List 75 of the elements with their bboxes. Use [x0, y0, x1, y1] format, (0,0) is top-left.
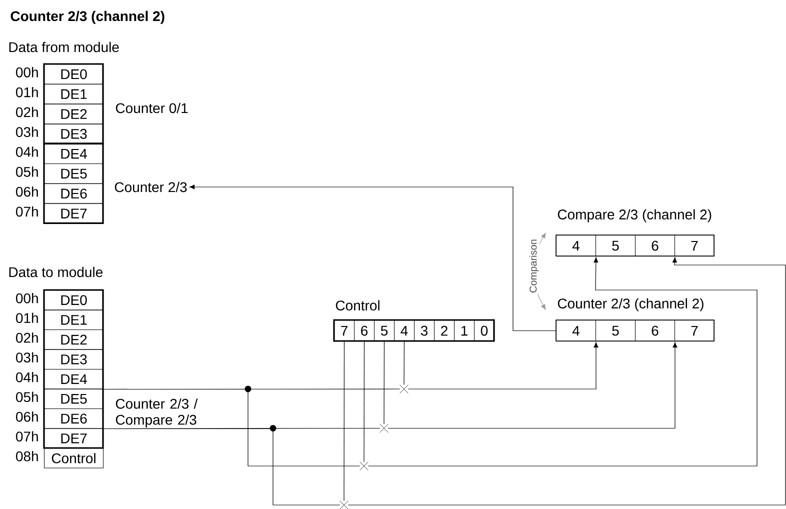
switch-cross: [360, 462, 368, 470]
register-heading: Compare 2/3 (channel 2): [558, 209, 712, 222]
register-cell: 7: [334, 320, 354, 342]
register-cell: DE4: [44, 144, 104, 164]
register-cell: 5: [596, 235, 636, 256]
register-cell: DE0: [44, 64, 104, 84]
connector-line: [388, 342, 678, 429]
register-cell: DE1: [44, 310, 104, 330]
register-cell: 2: [434, 320, 454, 342]
register-cell: DE5: [44, 388, 104, 409]
register-heading: Control: [336, 300, 380, 310]
register-cell: 5: [596, 320, 636, 342]
register-cell: 1: [454, 320, 474, 342]
connector-line: [103, 388, 360, 466]
address-label: 05h: [16, 392, 38, 402]
address-label: 00h: [16, 67, 38, 78]
address-label: 03h: [16, 352, 38, 363]
text-label: Counter 0/1: [116, 102, 188, 114]
text-label: Counter 2/3 / Compare 2/3: [116, 398, 198, 428]
address-label: 07h: [16, 206, 38, 217]
address-label: 06h: [16, 186, 38, 197]
register-cell: Control: [44, 448, 104, 468]
register-cell: 7: [674, 320, 714, 342]
register-cell: 4: [556, 235, 596, 256]
register-cell: DE6: [44, 408, 104, 429]
connector-line: [384, 341, 385, 424]
register-cell: 3: [414, 320, 434, 342]
connector-line: [344, 341, 345, 502]
register-cell: DE2: [44, 330, 104, 350]
register-cell: DE7: [44, 428, 104, 448]
register-cell: 6: [635, 320, 675, 342]
register-cell: 6: [354, 320, 374, 342]
address-label: 01h: [16, 86, 38, 98]
register-cell: 5: [374, 320, 394, 342]
register-cell: DE7: [44, 203, 104, 224]
connector-line: [348, 257, 786, 506]
text-label: Data from module: [9, 42, 119, 52]
address-label: 03h: [16, 126, 38, 138]
register-cell: 6: [635, 235, 675, 256]
register-cell: DE2: [44, 104, 104, 124]
address-label: 02h: [16, 332, 38, 343]
connector-line: [189, 184, 556, 332]
register-cell: DE6: [44, 183, 104, 204]
register-cell: DE0: [44, 290, 104, 310]
address-label: 08h: [16, 451, 38, 462]
switch-cross: [340, 500, 348, 509]
register-cell: DE4: [44, 369, 104, 390]
connector-line: [368, 257, 758, 466]
address-label: 06h: [16, 412, 38, 422]
address-label: 04h: [16, 372, 38, 382]
register-cell: 4: [556, 320, 596, 342]
register-cell: 7: [674, 235, 714, 256]
switch-cross: [380, 424, 388, 433]
address-label: 00h: [16, 292, 38, 304]
register-cell: 4: [394, 320, 414, 342]
edge-label: Comparison: [528, 238, 540, 294]
text-label: Data to module: [9, 266, 102, 278]
address-label: 02h: [16, 106, 38, 118]
register-cell: DE1: [44, 84, 104, 104]
register-cell: DE5: [44, 164, 104, 184]
switch-cross: [400, 384, 408, 394]
address-label: 04h: [16, 146, 38, 157]
address-label: 01h: [16, 312, 38, 324]
connector-line: [103, 428, 380, 430]
register-cell: DE3: [44, 349, 104, 370]
register-cell: DE3: [44, 124, 104, 144]
connector-line: [404, 341, 405, 386]
register-cell: 0: [474, 320, 494, 342]
register-heading: Counter 2/3 (channel 2): [558, 298, 704, 312]
text-label: Counter 2/3: [114, 182, 187, 192]
connector-line: [408, 342, 598, 390]
connector-line: [364, 341, 365, 462]
address-label: 07h: [16, 431, 38, 442]
address-label: 05h: [16, 166, 38, 177]
diagram-title: Counter 2/3 (channel 2): [10, 10, 164, 24]
